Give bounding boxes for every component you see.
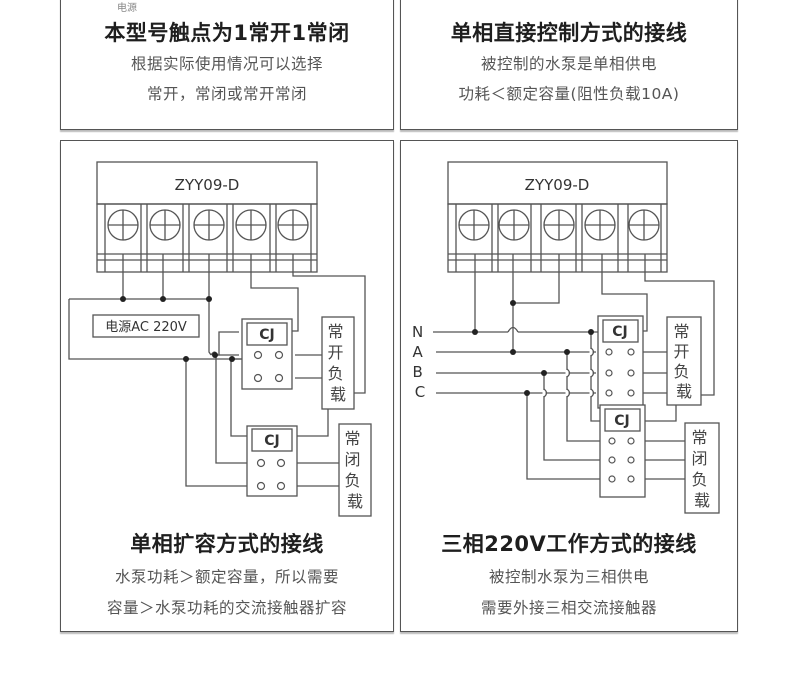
- contactor-label: CJ: [264, 433, 279, 449]
- panel-line: 被控制水泵为三相供电: [488, 568, 649, 586]
- svg-text:常 闭 负 载: 常 闭 负 载: [691, 428, 712, 510]
- terminal-screw-icon: [193, 209, 225, 241]
- power-label-box: [92, 314, 200, 338]
- nc-load-char: 负: [691, 470, 707, 489]
- no-load-char: 载: [676, 382, 692, 401]
- panel-single-phase-expansion: ZYY09-D 电源AC 220V: [60, 140, 394, 632]
- svg-text:常 开 负 载: 常 开 负 载: [327, 322, 348, 404]
- no-load-char: 载: [330, 385, 346, 404]
- terminal-screw-icon: [235, 209, 267, 241]
- nc-load-char: 载: [694, 491, 710, 510]
- panel-line: 根据实际使用情况可以选择: [130, 55, 323, 73]
- panel-line: 功耗＜额定容量(阻性负载10A): [458, 85, 680, 103]
- contactor-label: CJ: [614, 413, 629, 429]
- nc-load-box: [338, 423, 372, 517]
- phase-label-n: N: [412, 323, 423, 341]
- no-load-char: 负: [327, 364, 343, 383]
- contact-terminals: [253, 350, 284, 383]
- no-load-char: 负: [673, 362, 689, 381]
- panel-title: 本型号触点为1常开1常闭: [104, 21, 350, 45]
- nc-load-box: [684, 422, 720, 514]
- no-load-box: [666, 316, 702, 406]
- phase-label-c: C: [415, 383, 425, 401]
- no-load-char: 开: [327, 343, 343, 362]
- device-label: ZYY09-D: [175, 176, 240, 194]
- svg-text:N A B C: N A B C: [412, 323, 428, 401]
- phase-label-b: B: [412, 363, 422, 381]
- wires: [68, 254, 366, 487]
- nc-load-char: 闭: [344, 450, 360, 469]
- svg-text:常 闭 负 载: 常 闭 负 载: [344, 429, 365, 511]
- panel-title: 三相220V工作方式的接线: [441, 532, 697, 556]
- wiring-diagram-three-phase: ZYY09-D N A B C: [412, 161, 720, 514]
- power-label: 电源AC 220V: [105, 320, 187, 335]
- panel-contact-type: 电源 本型号触点为1常开1常闭 根据实际使用情况可以选择 常开，常闭或常开常闭: [60, 0, 394, 130]
- panel-line: 容量＞水泵功耗的交流接触器扩容: [106, 599, 347, 617]
- terminal-screw-icon: [543, 209, 575, 241]
- terminal-screw-icon: [628, 209, 660, 241]
- terminal-dividers: [448, 204, 667, 272]
- nc-load-char: 常: [691, 428, 707, 447]
- contact-terminals: [608, 437, 635, 483]
- crossover-gaps: [542, 349, 593, 396]
- crossover-hops: [543, 347, 595, 398]
- contactor-label: CJ: [612, 324, 627, 340]
- device-label: ZYY09-D: [525, 176, 590, 194]
- terminal-screw-icon: [277, 209, 309, 241]
- nc-load-char: 负: [344, 471, 360, 490]
- terminal-block: [447, 203, 668, 273]
- terminal-screw-icon: [458, 209, 490, 241]
- nc-load-char: 载: [347, 492, 363, 511]
- panel-title: 单相扩容方式的接线: [130, 532, 324, 556]
- contact-terminals: [256, 458, 286, 491]
- contactor-label: CJ: [259, 327, 274, 343]
- terminal-block: [96, 203, 318, 273]
- terminal-dividers: [97, 204, 317, 272]
- terminal-screw-icon: [149, 209, 181, 241]
- terminal-screw-icon: [584, 209, 616, 241]
- terminal-screw-icon: [107, 209, 139, 241]
- top-cut-text: 电源: [117, 3, 137, 14]
- junction-dots: [120, 296, 235, 362]
- svg-text:常 开 负 载: 常 开 负 载: [673, 322, 694, 401]
- phase-label-a: A: [412, 343, 423, 361]
- panel-single-phase-direct: 单相直接控制方式的接线 被控制的水泵是单相供电 功耗＜额定容量(阻性负载10A): [400, 0, 738, 130]
- contact-terminals: [605, 348, 635, 397]
- no-load-char: 常: [327, 322, 343, 341]
- panel-title: 单相直接控制方式的接线: [450, 21, 688, 45]
- panel-line: 被控制的水泵是单相供电: [480, 55, 657, 73]
- terminal-screw-icon: [498, 209, 530, 241]
- junction-dots: [472, 300, 594, 396]
- nc-load-char: 闭: [691, 449, 707, 468]
- panel-three-phase: ZYY09-D N A B C: [400, 140, 738, 632]
- nc-load-char: 常: [344, 429, 360, 448]
- panel-line: 需要外接三相交流接触器: [480, 599, 657, 617]
- no-load-char: 常: [673, 322, 689, 341]
- no-load-box: [321, 316, 355, 410]
- no-load-char: 开: [673, 342, 689, 361]
- wiring-diagram-single-phase: ZYY09-D 电源AC 220V: [68, 161, 372, 517]
- panel-line: 水泵功耗＞额定容量，所以需要: [114, 568, 339, 586]
- panel-line: 常开，常闭或常开常闭: [146, 85, 307, 103]
